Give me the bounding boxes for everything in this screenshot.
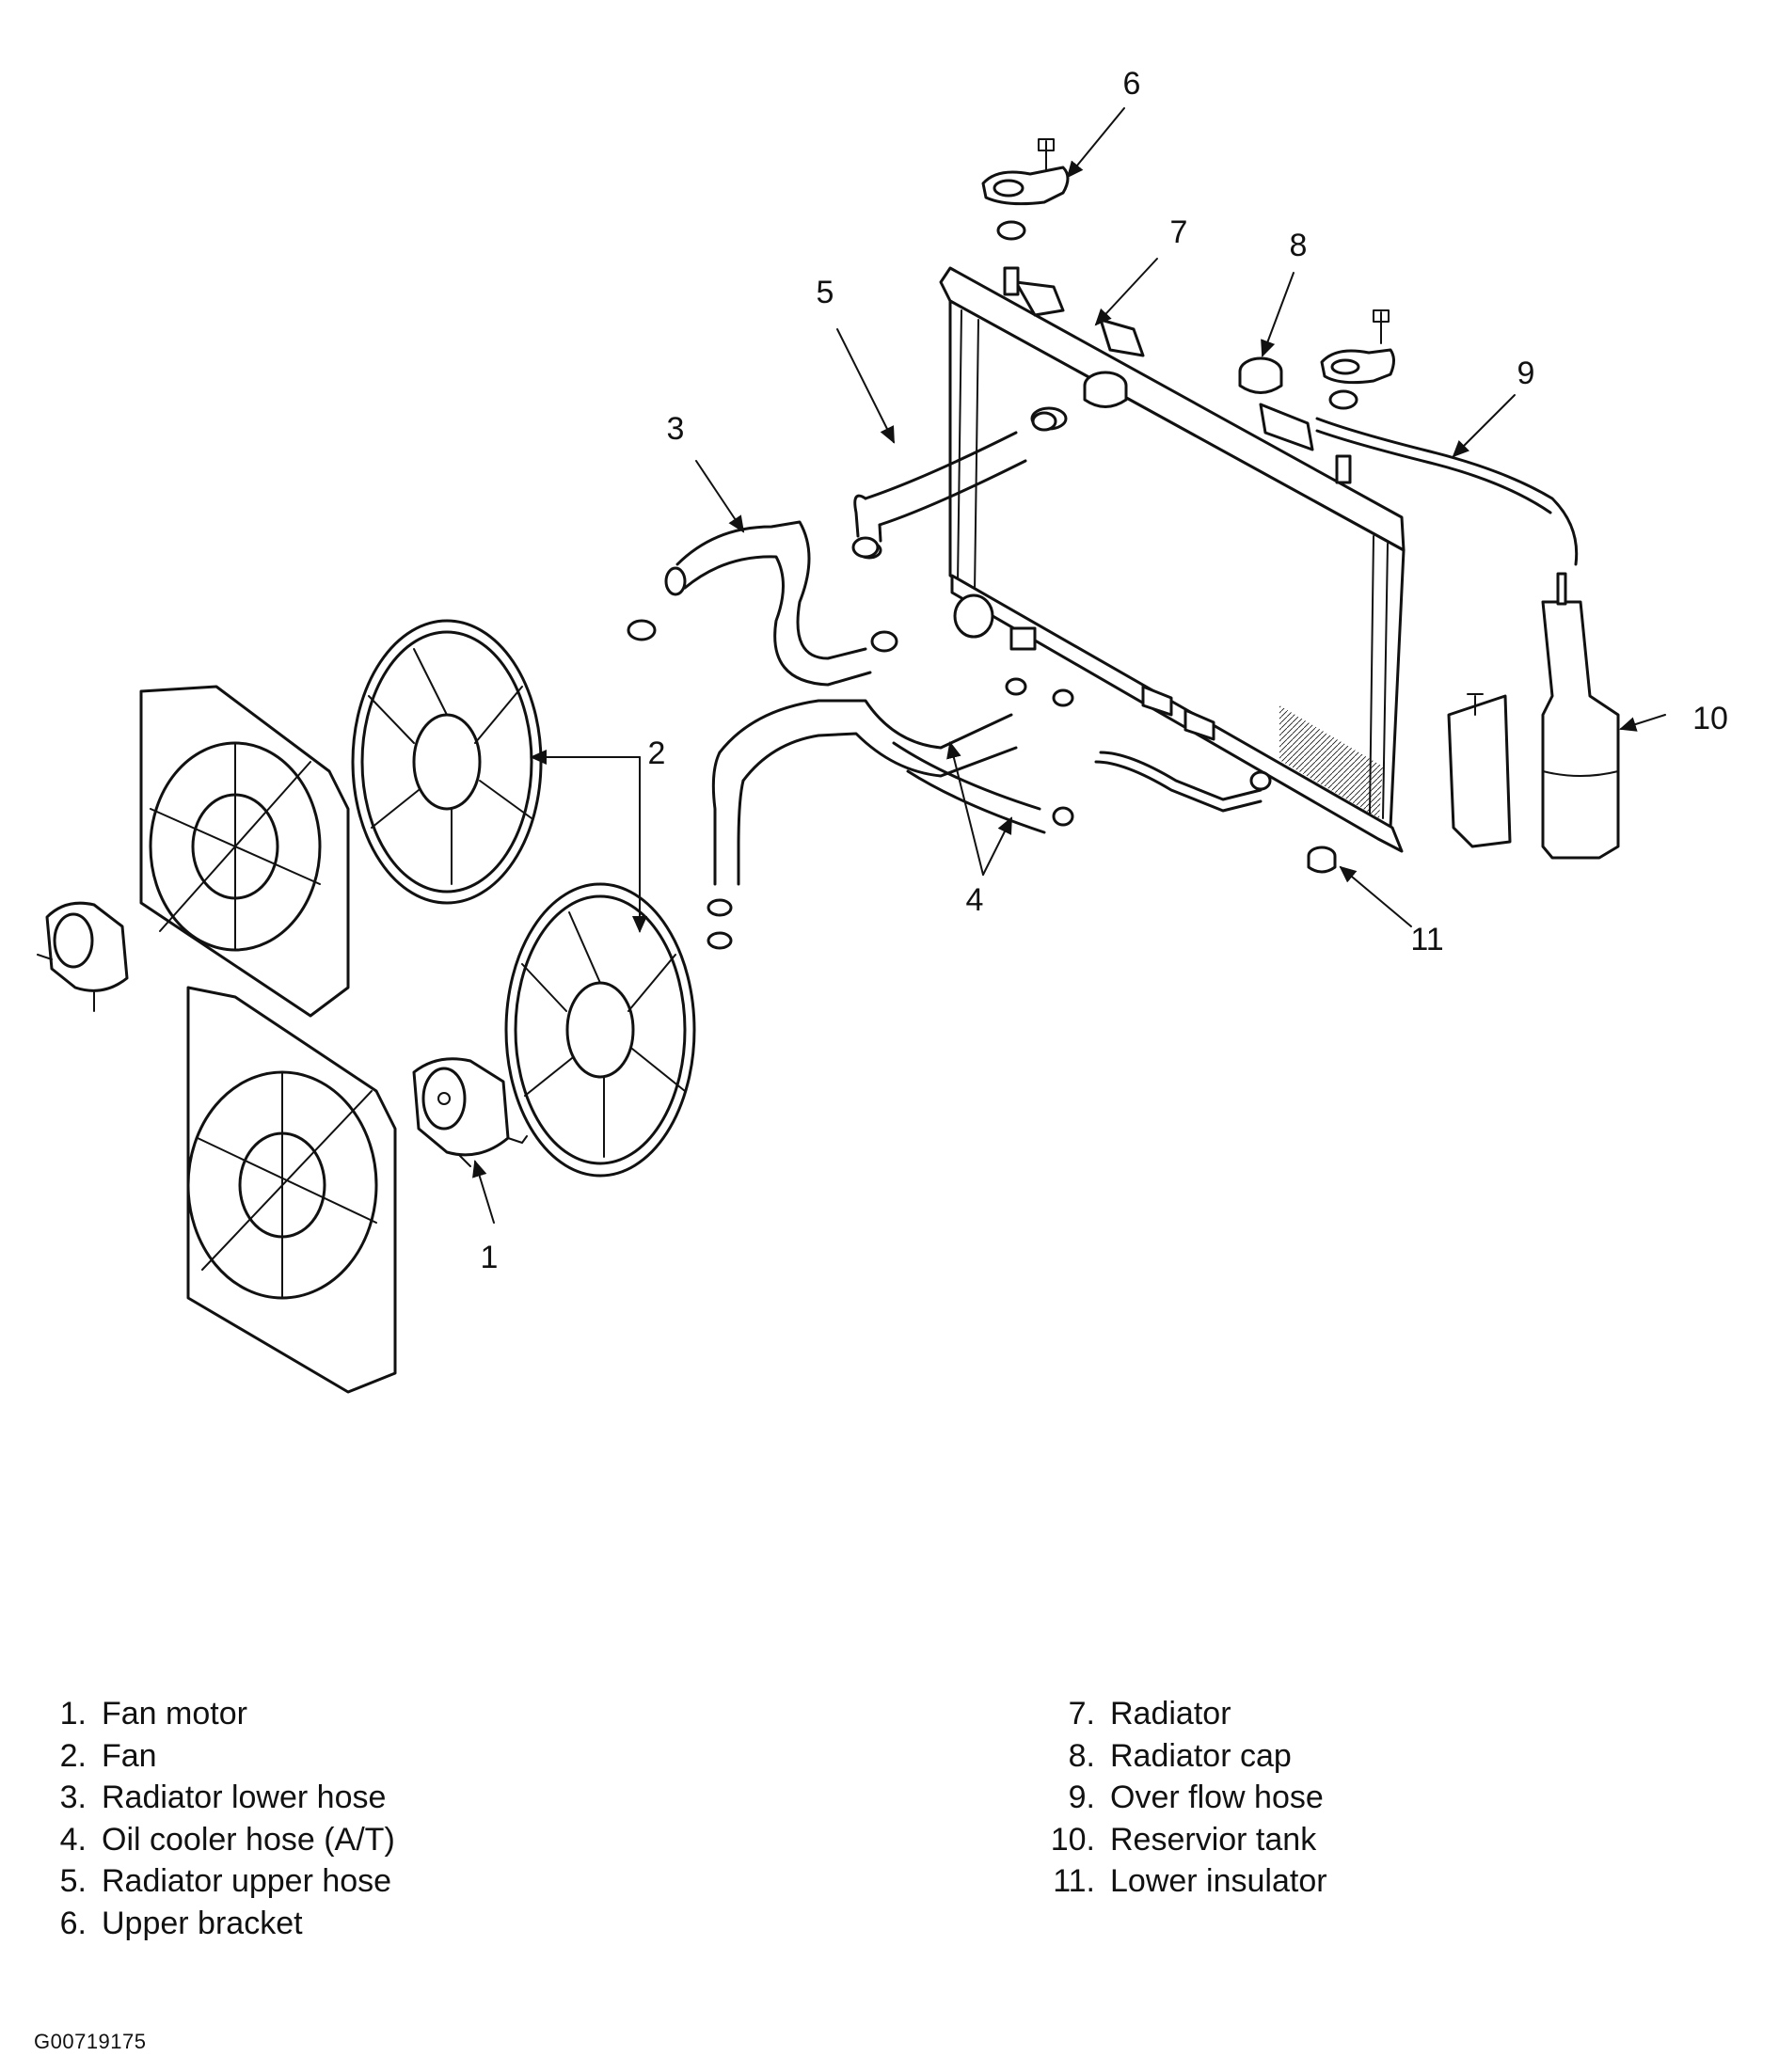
legend-label: Radiator [1110,1696,1231,1732]
legend-number: 5. [59,1863,87,1900]
legend-number: 11. [1053,1863,1095,1900]
upper-bracket-right [1320,309,1395,484]
callout-10: 10 [1692,701,1728,736]
legend-label: Lower insulator [1110,1863,1327,1900]
legend-number: 7. [1068,1696,1095,1732]
callout-1: 1 [481,1240,499,1275]
callout-5: 5 [817,275,834,310]
legend-right: 7. Radiator 8. Radiator cap 9. Over flow ho… [1035,1693,1327,1903]
legend-label: Over flow hose [1110,1779,1324,1816]
legend-number: 4. [59,1821,87,1858]
fan-upper [351,619,543,905]
legend-label: Oil cooler hose (A/T) [102,1821,395,1858]
callout-numbers: 1 2 3 4 5 6 7 8 9 10 11 [481,66,1728,1275]
legend-number: 2. [59,1737,87,1774]
legend-number: 9. [1068,1779,1095,1816]
legend-label: Upper bracket [102,1905,303,1941]
legend-label: Radiator upper hose [102,1863,392,1900]
hose-clamps [627,411,1272,950]
fan-lower [504,882,696,1178]
callout-9: 9 [1517,356,1535,391]
fan-shroud-upper [139,685,350,1018]
over-flow-hose [1315,417,1579,566]
reservior-tank [1447,572,1620,860]
fan-motor [412,1057,528,1167]
legend-number: 6. [59,1905,87,1941]
legend-item: 3. Radiator lower hose [34,1777,395,1819]
figure-id: G00719175 [34,2030,147,2053]
fan-shroud-lower [186,986,397,1394]
legend-label: Reservior tank [1110,1821,1317,1858]
legend-number: 3. [59,1779,87,1816]
legend-item: 10. Reservior tank [1035,1819,1327,1861]
legend-number: 1. [59,1696,87,1732]
callout-leaders [472,107,1666,1224]
legend-item: 5. Radiator upper hose [34,1860,395,1903]
legend-item: 6. Upper bracket [34,1903,395,1945]
callout-3: 3 [667,411,685,447]
lower-insulator [1307,846,1337,874]
legend-left: 1.Fan motor 2.Fan 3.Radiator lower hose … [34,1693,395,1945]
legend-label: Fan [102,1737,157,1774]
legend-item: 8. Radiator cap [1035,1735,1327,1778]
legend-item: 1. Fan motor [34,1693,395,1735]
legend-number: 8. [1068,1737,1095,1774]
legend-item: 11. Lower insulator [1035,1860,1327,1903]
callout-11: 11 [1410,922,1443,957]
legend-number: 10. [1050,1821,1095,1858]
oil-cooler-hose [711,699,1263,886]
legend-item: 4. Oil cooler hose (A/T) [34,1819,395,1861]
fan-motor-left [37,901,129,1012]
cooling-system-exploded-diagram: 1 2 3 4 5 6 7 8 9 10 11 [37,66,1728,1394]
legend-label: Fan motor [102,1696,247,1732]
legend-item: 9. Over flow hose [1035,1777,1327,1819]
radiator [939,266,1406,853]
callout-7: 7 [1170,214,1188,250]
legend-item: 7. Radiator [1035,1693,1327,1735]
callout-2: 2 [648,735,666,771]
callout-8: 8 [1290,228,1308,263]
upper-bracket [981,138,1070,296]
legend-label: Radiator lower hose [102,1779,387,1816]
radiator-cap [1238,356,1283,394]
legend-label: Radiator cap [1110,1737,1292,1774]
legend-item: 2. Fan [34,1735,395,1778]
callout-4: 4 [966,882,984,918]
radiator-lower-hose [664,520,872,687]
callout-6: 6 [1123,66,1141,102]
